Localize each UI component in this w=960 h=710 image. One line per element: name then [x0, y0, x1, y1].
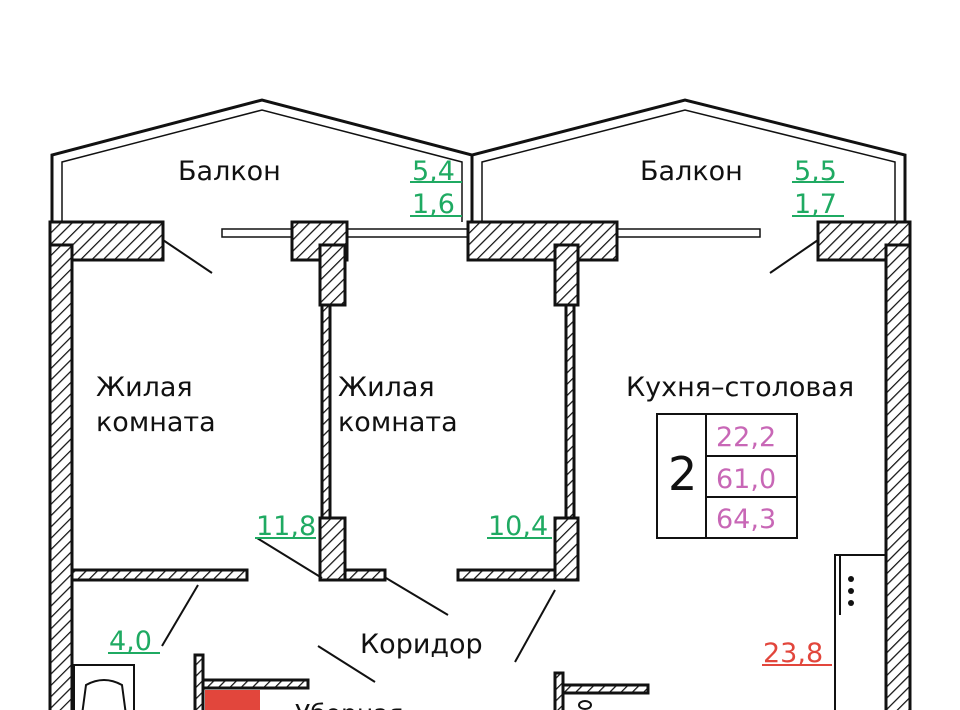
balcony-right-area-top: 5,5	[794, 156, 837, 187]
living-room-1-label: Жилая	[96, 372, 193, 403]
balcony-left-area-top: 5,4	[412, 156, 455, 187]
wall-left	[48, 243, 74, 710]
living-room-1-area: 11,8	[256, 511, 316, 542]
total-area: 61,0	[716, 464, 776, 495]
living-area: 22,2	[716, 422, 776, 453]
window	[221, 228, 761, 238]
wall	[466, 220, 619, 262]
living-room-2-label: комната	[338, 407, 458, 438]
toilet-fixture	[205, 690, 260, 710]
kitchen-area: 23,8	[763, 638, 823, 669]
balcony-left-area-bottom: 1,6	[412, 189, 455, 220]
bathtub	[73, 664, 135, 710]
wall	[553, 516, 580, 582]
wall	[564, 303, 576, 520]
living-room-2-label: Жилая	[338, 372, 435, 403]
wall	[201, 678, 310, 690]
living-room-2-area: 10,4	[488, 511, 548, 542]
living-room-1-label: комната	[96, 407, 216, 438]
corridor-label: Коридор	[360, 629, 483, 660]
balcony-left-label: Балкон	[178, 156, 281, 187]
wall	[70, 568, 249, 582]
summary-table	[656, 413, 798, 539]
wall	[320, 303, 332, 520]
balcony-right-label: Балкон	[640, 156, 743, 187]
wall	[343, 568, 387, 582]
total-area-with-balcony: 64,3	[716, 504, 776, 535]
rooms-count: 2	[668, 447, 697, 501]
wall-right	[884, 243, 912, 710]
toilet-label: Уборная	[295, 699, 404, 710]
sink	[578, 700, 592, 710]
balcony-right-area-bottom: 1,7	[794, 189, 837, 220]
wall	[561, 683, 650, 695]
stove-icon	[848, 576, 854, 606]
wall	[318, 516, 347, 582]
wall	[456, 568, 557, 582]
kitchen-counter	[834, 554, 887, 710]
kitchen-label: Кухня–столовая	[626, 372, 854, 403]
balcony-right-railing	[470, 98, 907, 222]
door	[161, 239, 819, 683]
wall	[318, 243, 347, 307]
area-underline	[108, 181, 844, 666]
wall	[553, 243, 580, 307]
bathroom-area: 4,0	[109, 626, 152, 657]
